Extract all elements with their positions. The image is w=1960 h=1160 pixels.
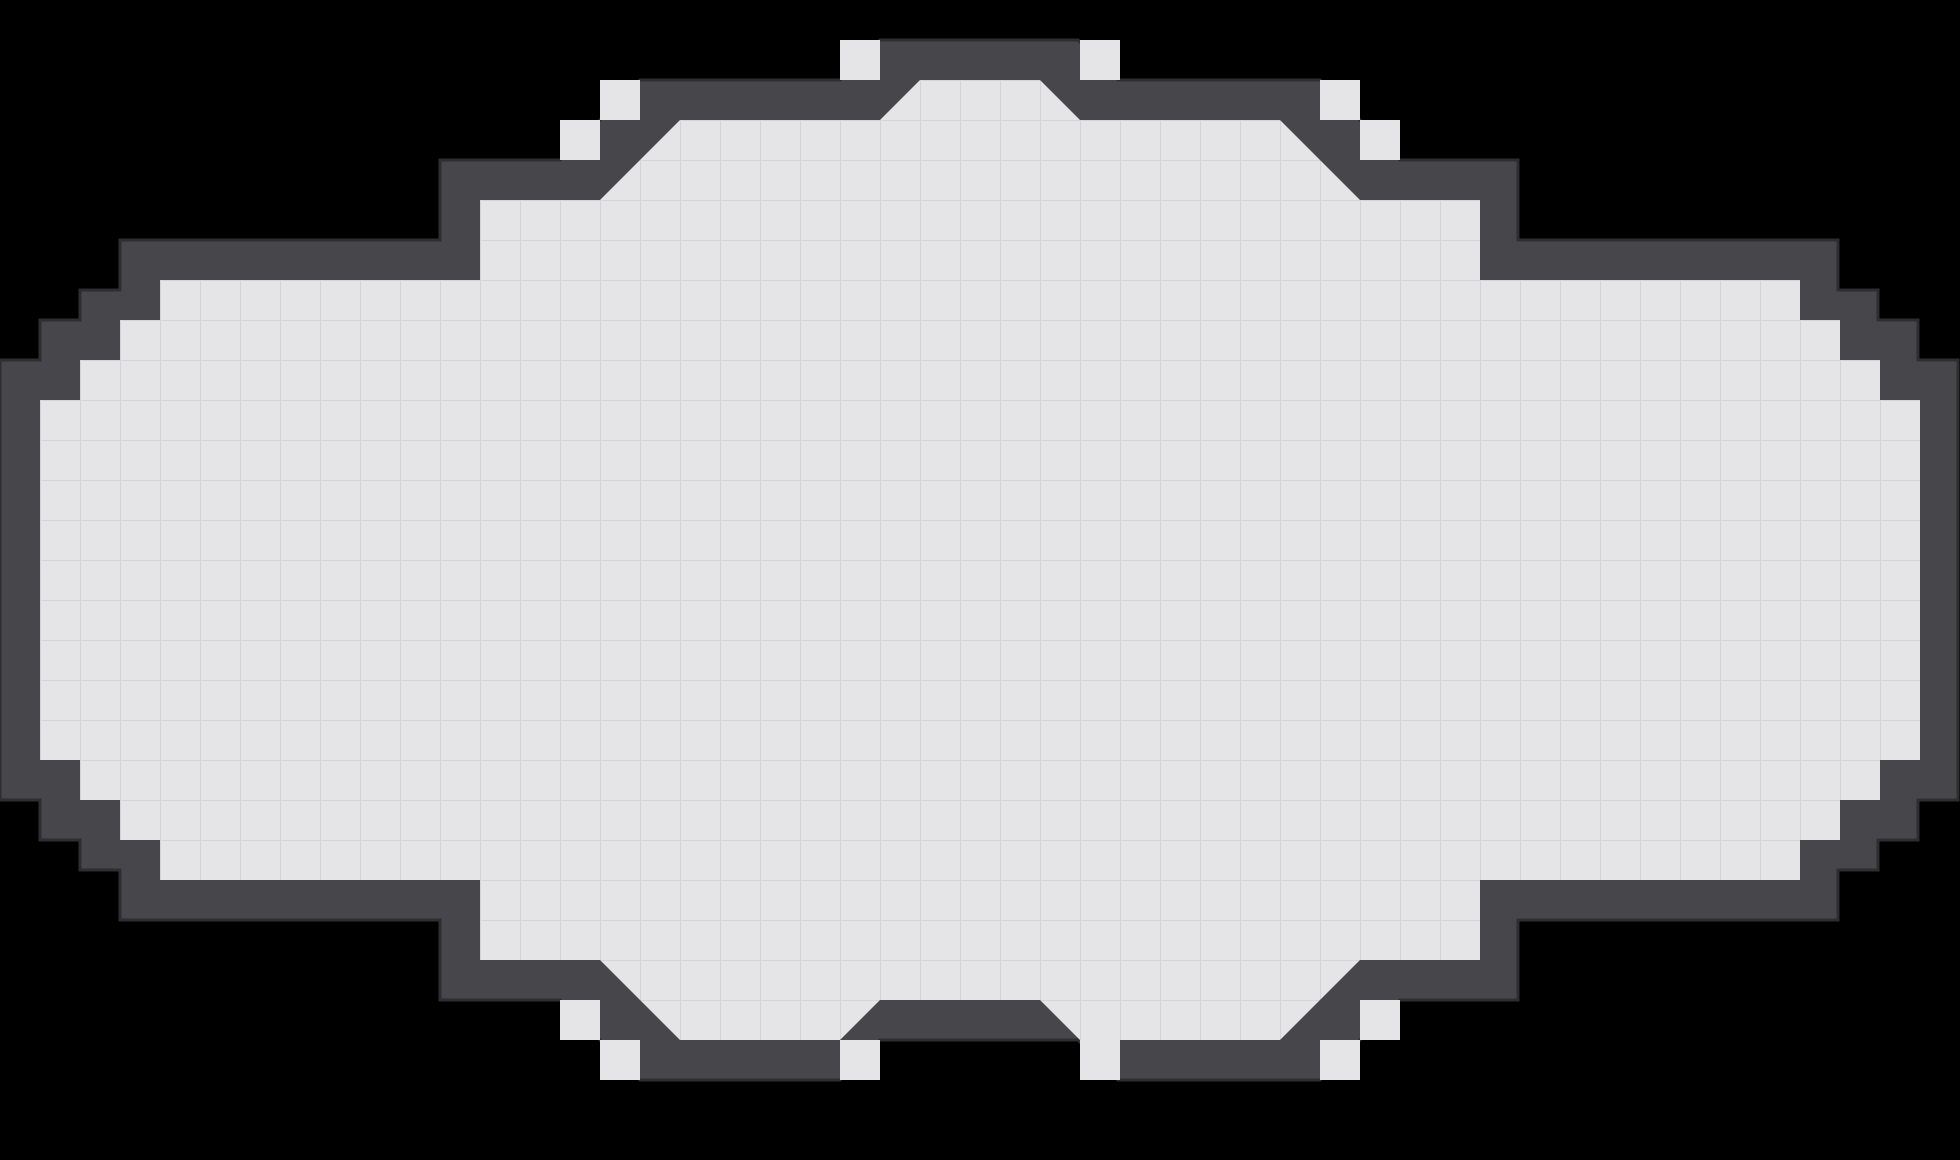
edge-tile <box>840 1040 880 1080</box>
arena-floor <box>40 40 1920 1080</box>
edge-tile <box>1320 1040 1360 1080</box>
edge-tile <box>1360 120 1400 160</box>
edge-tile <box>600 80 640 120</box>
edge-tile <box>560 1000 600 1040</box>
edge-tile <box>840 40 880 80</box>
edge-tile <box>1080 40 1120 80</box>
edge-tile <box>1320 80 1360 120</box>
edge-tile <box>600 1040 640 1080</box>
edge-tile <box>1360 1000 1400 1040</box>
edge-tile <box>1080 1040 1120 1080</box>
edge-tile <box>560 120 600 160</box>
